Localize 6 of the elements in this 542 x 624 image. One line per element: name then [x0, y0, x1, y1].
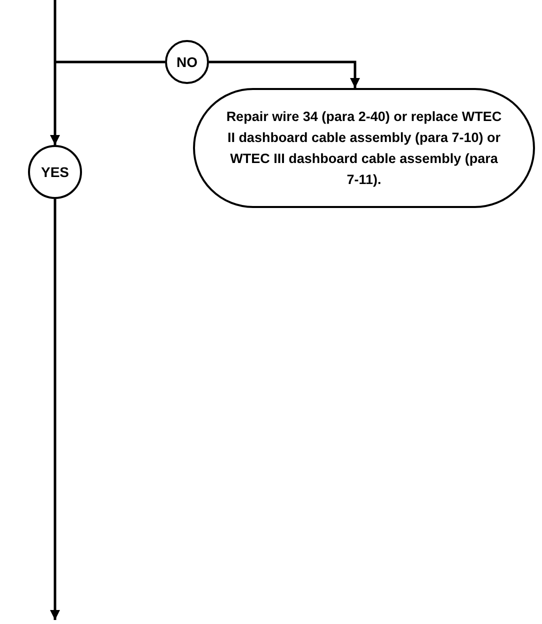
terminal-box: Repair wire 34 (para 2-40) or replace WTEC II dashboard cable assembly (para 7-10) or WTEC III dashboard cable assembly (para 7-11). [193, 88, 535, 208]
arrow [209, 60, 360, 88]
decision-circle: NO [165, 40, 209, 84]
decision-circle: YES [28, 145, 82, 199]
arrow [50, 199, 60, 620]
arrow [50, 0, 60, 145]
